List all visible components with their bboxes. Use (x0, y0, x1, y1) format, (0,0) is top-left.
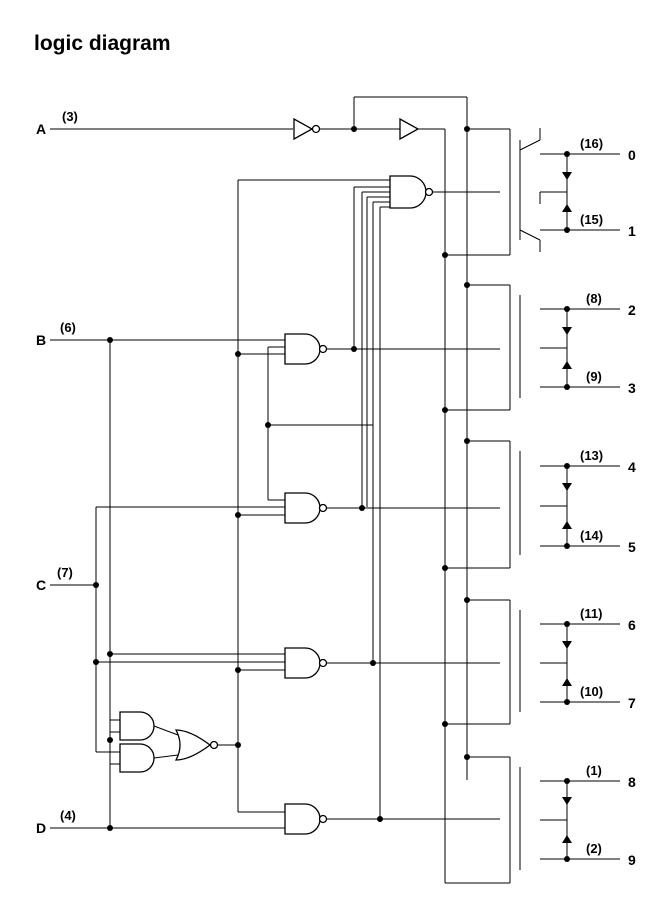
input-a-pin: (3) (62, 109, 78, 124)
output-9-label: 9 (628, 852, 636, 868)
output-9-pin: (2) (586, 841, 602, 856)
diagram-title: logic diagram (34, 32, 171, 55)
input-c-pin: (7) (57, 565, 73, 580)
output-7-label: 7 (628, 695, 636, 711)
output-stage-6-7 (442, 597, 620, 727)
input-d-label: D (36, 820, 46, 836)
input-a-label: A (36, 121, 46, 137)
nand-gate-c (284, 492, 500, 524)
output-6-pin: (11) (580, 606, 602, 621)
output-6-label: 6 (628, 617, 636, 633)
output-4-pin: (13) (580, 448, 603, 463)
output-2-label: 2 (628, 302, 636, 318)
output-stage-4-5 (442, 438, 620, 571)
output-stage-2-3 (442, 282, 620, 413)
output-5-label: 5 (628, 539, 636, 555)
output-2-pin: (8) (586, 291, 602, 306)
output-4-label: 4 (628, 459, 636, 475)
input-d-pin: (4) (60, 808, 76, 823)
nand-gate-cd (284, 647, 500, 679)
output-stage-0-1 (442, 126, 620, 258)
input-c-wiring (50, 506, 285, 753)
output-0-label: 0 (628, 147, 636, 163)
output-3-label: 3 (628, 380, 636, 396)
input-b-label: B (36, 332, 46, 348)
output-1-pin: (15) (580, 212, 603, 227)
nand-gate-top (389, 175, 500, 209)
and-or-invert-gate (110, 711, 219, 773)
input-a-wiring (50, 96, 468, 883)
input-d-wiring (50, 719, 285, 831)
output-3-pin: (9) (586, 369, 602, 384)
output-0-pin: (16) (580, 136, 603, 151)
output-1-label: 1 (628, 223, 636, 239)
output-stage-8-9 (445, 754, 620, 884)
input-b-wiring (50, 337, 285, 828)
output-7-pin: (10) (580, 684, 603, 699)
output-8-pin: (1) (586, 763, 602, 778)
output-5-pin: (14) (580, 528, 603, 543)
nand-gate-b (284, 333, 500, 365)
output-8-label: 8 (628, 774, 636, 790)
nand-gate-d (284, 803, 500, 835)
input-b-pin: (6) (60, 320, 76, 335)
bus-lines (217, 179, 390, 820)
input-c-label: C (36, 577, 46, 593)
